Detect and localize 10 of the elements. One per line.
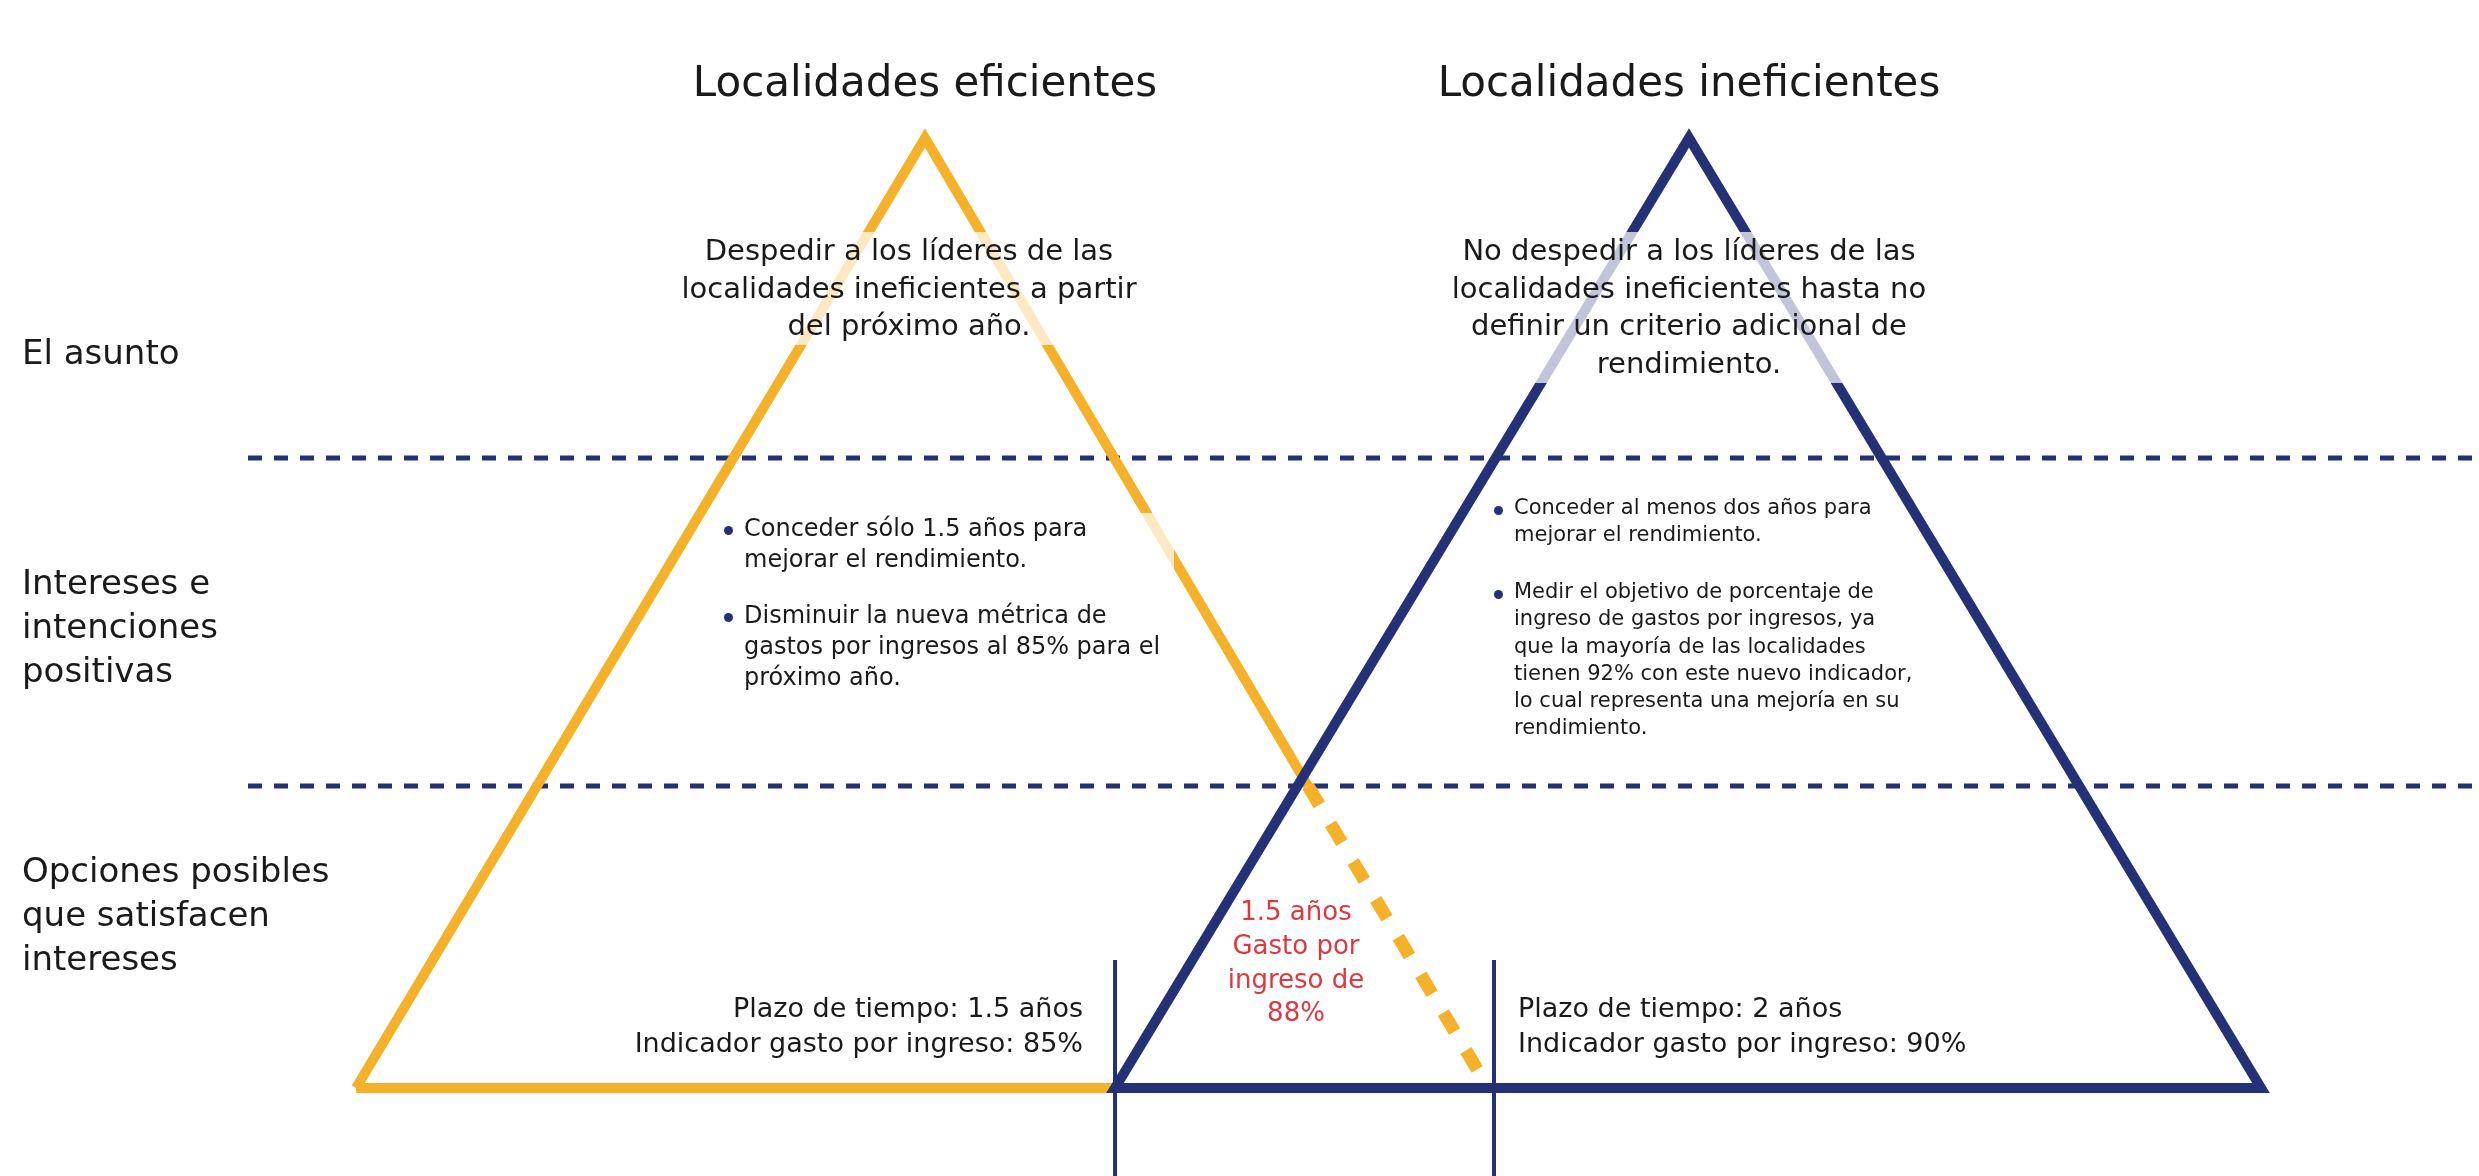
option-text: Plazo de tiempo: 1.5 años <box>731 991 1083 1025</box>
option-text: Indicador gasto por ingreso: 90% <box>1518 1026 1968 1060</box>
row-label: Intereses e intenciones positivas <box>22 561 219 693</box>
row-label: El asunto <box>22 331 181 374</box>
compromise-text: 1.5 años Gasto por ingreso de 88% <box>1226 895 1366 1030</box>
row-label: Opciones posibles que satisfacen intereses <box>22 849 331 981</box>
column-heading: Localidades eficientes <box>691 56 1159 108</box>
option-text: Plazo de tiempo: 2 años <box>1518 991 1844 1025</box>
option-text: Indicador gasto por ingreso: 85% <box>633 1026 1083 1060</box>
column-heading: Localidades ineficientes <box>1436 56 1942 108</box>
